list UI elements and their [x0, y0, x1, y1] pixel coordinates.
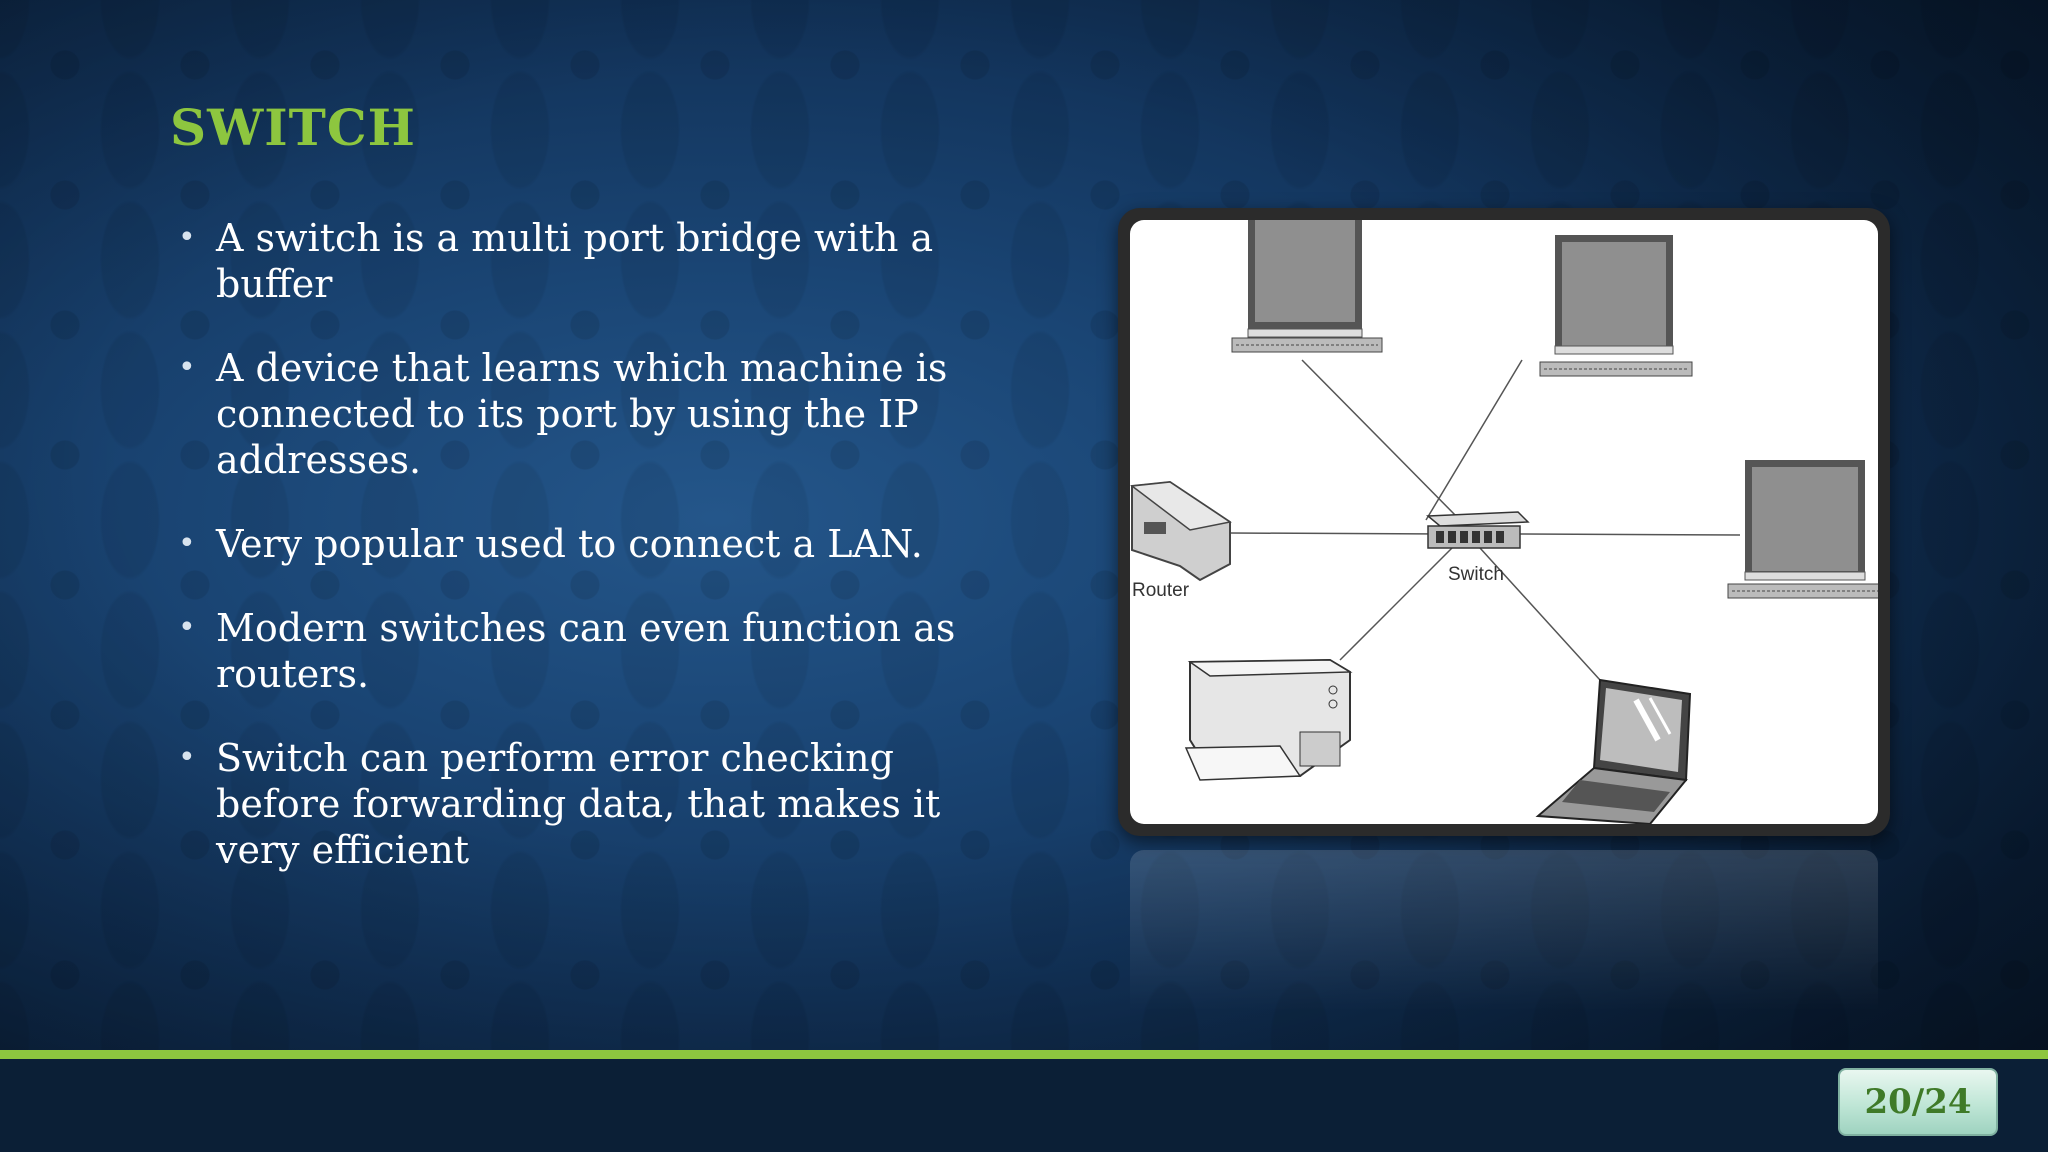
computer-icon: [1231, 220, 1383, 353]
slide-title: SWITCH: [170, 98, 416, 157]
bullet-dot: •: [178, 610, 196, 645]
network-diagram-svg: Router Switch: [1130, 220, 1878, 824]
network-diagram-frame: Router Switch: [1118, 208, 1890, 836]
switch-label: Switch: [1448, 564, 1504, 585]
bullet-item: • A switch is a multi port bridge with a …: [178, 215, 998, 307]
network-diagram: Router Switch: [1130, 220, 1878, 824]
bullet-text: Very popular used to connect a LAN.: [216, 522, 923, 566]
bullet-item: • Switch can perform error checking befor…: [178, 735, 998, 873]
bullet-dot: •: [178, 740, 196, 775]
bullet-item: • Very popular used to connect a LAN.: [178, 521, 998, 567]
bullet-dot: •: [178, 526, 196, 561]
bullet-dot: •: [178, 220, 196, 255]
bullet-item: • A device that learns which machine is c…: [178, 345, 998, 483]
bullet-item: • Modern switches can even function as ro…: [178, 605, 998, 697]
laptop-icon: [1535, 678, 1692, 824]
footer: [0, 1059, 2048, 1152]
printer-icon: [1184, 658, 1353, 781]
connection-lines: [1229, 359, 1741, 681]
bullet-dot: •: [178, 350, 196, 385]
bullet-list: • A switch is a multi port bridge with a …: [178, 215, 998, 911]
diagram-reflection: [1130, 850, 1878, 1020]
bullet-text: A switch is a multi port bridge with a b…: [216, 216, 934, 306]
page-indicator: 20/24: [1838, 1068, 1998, 1136]
bullet-text: A device that learns which machine is co…: [216, 346, 948, 482]
computer-icon: [1539, 235, 1693, 377]
bullet-text: Switch can perform error checking before…: [216, 736, 941, 872]
computer-icon: [1727, 460, 1878, 599]
bullet-text: Modern switches can even function as rou…: [216, 606, 956, 696]
switch-icon: [1426, 511, 1530, 549]
router-label: Router: [1132, 580, 1190, 601]
router-icon: [1130, 480, 1232, 582]
accent-bar: [0, 1050, 2048, 1059]
